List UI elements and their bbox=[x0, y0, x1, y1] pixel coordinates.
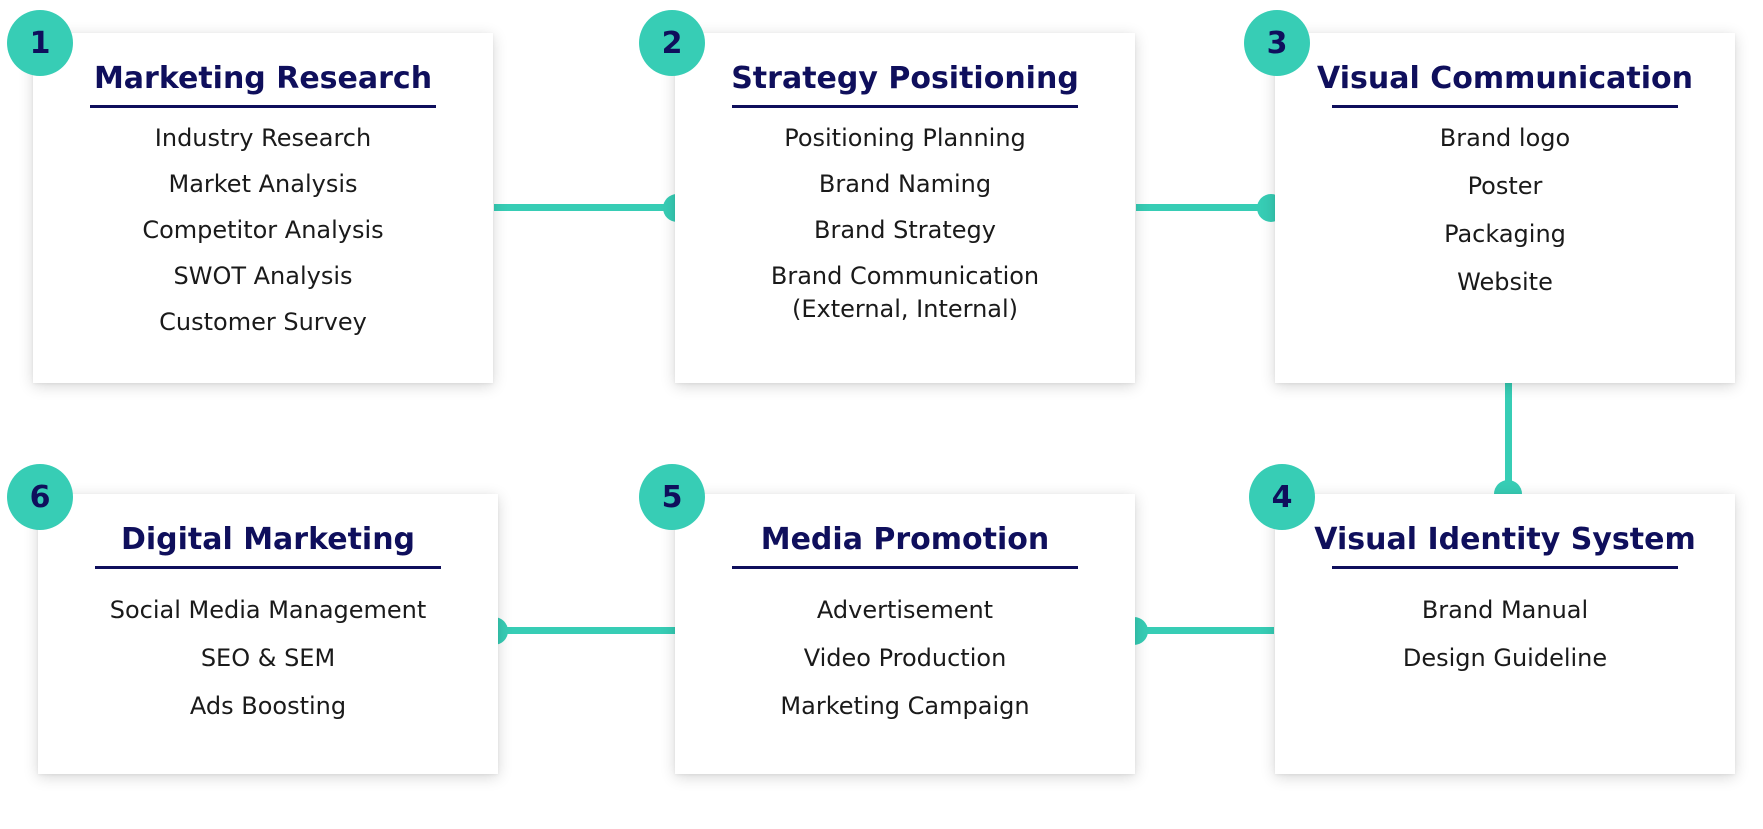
step-number-badge: 5 bbox=[639, 464, 705, 530]
step-item: Brand Communication (External, Internal) bbox=[770, 262, 1040, 323]
title-underline bbox=[732, 566, 1078, 569]
step-item-list: Social Media Management SEO & SEM Ads Bo… bbox=[38, 594, 498, 723]
step-item-list: Industry Research Market Analysis Compet… bbox=[33, 122, 493, 339]
step-card-media-promotion: Media Promotion Advertisement Video Prod… bbox=[675, 494, 1135, 774]
step-item: Poster bbox=[1467, 172, 1543, 200]
step-item: Marketing Campaign bbox=[780, 692, 1030, 720]
step-title: Media Promotion bbox=[760, 522, 1050, 557]
step-item: Brand Naming bbox=[818, 170, 992, 198]
step-number-badge: 3 bbox=[1244, 10, 1310, 76]
step-item: Customer Survey bbox=[159, 308, 367, 336]
step-title: Marketing Research bbox=[93, 61, 433, 96]
step-item: Market Analysis bbox=[168, 170, 358, 198]
step-item: Brand logo bbox=[1439, 124, 1571, 152]
connector-step1-step2 bbox=[494, 204, 677, 211]
step-item: SWOT Analysis bbox=[173, 262, 353, 290]
connector-step3-step4 bbox=[1505, 383, 1512, 494]
title-underline bbox=[95, 566, 441, 569]
step-title: Visual Identity System bbox=[1314, 522, 1696, 557]
step-item: Competitor Analysis bbox=[142, 216, 384, 244]
step-card-digital-marketing: Digital Marketing Social Media Managemen… bbox=[38, 494, 498, 774]
step-number-badge: 2 bbox=[639, 10, 705, 76]
step-card-marketing-research: Marketing Research Industry Research Mar… bbox=[33, 33, 493, 383]
connector-step5-step6 bbox=[494, 627, 677, 634]
step-item: Ads Boosting bbox=[189, 692, 347, 720]
step-item: Advertisement bbox=[816, 596, 994, 624]
step-item: Social Media Management bbox=[109, 596, 427, 624]
title-underline bbox=[90, 105, 436, 108]
step-item: Packaging bbox=[1444, 220, 1566, 248]
step-card-visual-identity-system: Visual Identity System Brand Manual Desi… bbox=[1275, 494, 1735, 774]
step-item: Video Production bbox=[803, 644, 1007, 672]
step-item-list: Brand logo Poster Packaging Website bbox=[1275, 122, 1735, 299]
step-number-badge: 6 bbox=[7, 464, 73, 530]
step-number-badge: 1 bbox=[7, 10, 73, 76]
step-item-list: Brand Manual Design Guideline bbox=[1275, 594, 1735, 675]
step-card-strategy-positioning: Strategy Positioning Positioning Plannin… bbox=[675, 33, 1135, 383]
step-card-visual-communication: Visual Communication Brand logo Poster P… bbox=[1275, 33, 1735, 383]
step-title: Digital Marketing bbox=[120, 522, 416, 557]
step-item: Positioning Planning bbox=[784, 124, 1026, 152]
step-item: Brand Strategy bbox=[814, 216, 996, 244]
step-title: Visual Communication bbox=[1317, 61, 1693, 96]
step-item-list: Positioning Planning Brand Naming Brand … bbox=[675, 122, 1135, 326]
title-underline bbox=[732, 105, 1078, 108]
step-number-badge: 4 bbox=[1249, 464, 1315, 530]
step-title: Strategy Positioning bbox=[731, 61, 1079, 96]
step-item: Brand Manual bbox=[1421, 596, 1589, 624]
title-underline bbox=[1332, 566, 1678, 569]
connector-step2-step3 bbox=[1136, 204, 1271, 211]
step-item-list: Advertisement Video Production Marketing… bbox=[675, 594, 1135, 723]
step-item: Industry Research bbox=[154, 124, 372, 152]
step-item: SEO & SEM bbox=[200, 644, 336, 672]
step-item: Website bbox=[1457, 268, 1553, 296]
connector-step4-step5 bbox=[1134, 627, 1274, 634]
title-underline bbox=[1332, 105, 1678, 108]
step-item: Design Guideline bbox=[1402, 644, 1608, 672]
